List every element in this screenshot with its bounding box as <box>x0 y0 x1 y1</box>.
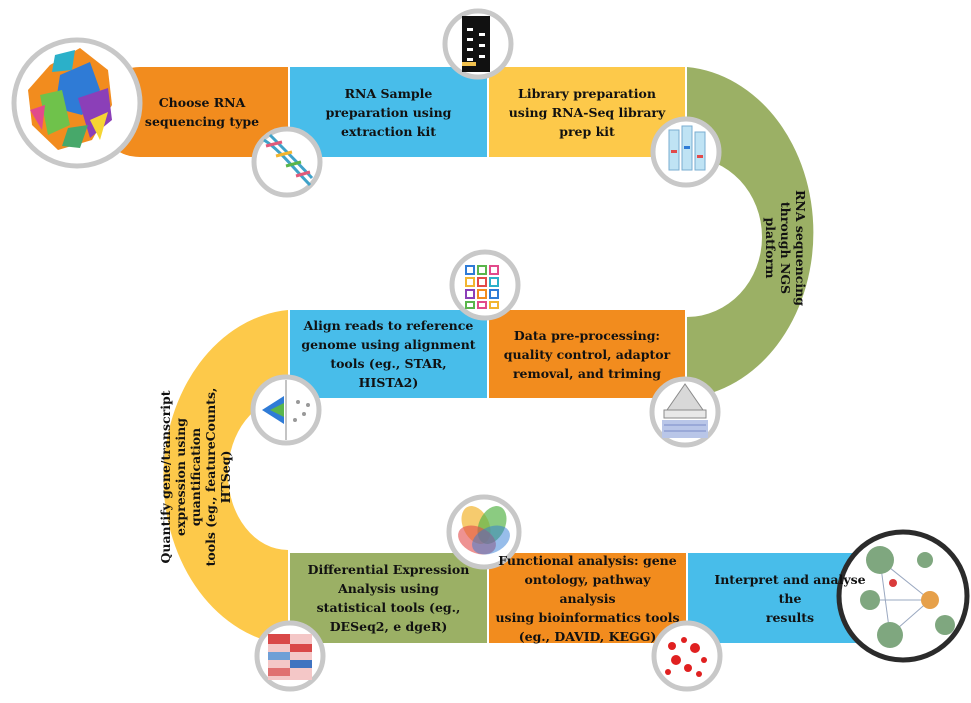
step-functional-analysis: Functional analysis: gene ontology, path… <box>495 552 680 644</box>
red-dots-icon <box>651 620 723 692</box>
band-differential-expression <box>290 553 487 643</box>
step-differential-expression: Differential Expression Analysis using s… <box>307 562 470 634</box>
step-data-preprocessing: Data pre-processing: quality control, ad… <box>503 327 671 381</box>
network-icon <box>836 529 970 663</box>
dna-helix-icon <box>251 126 323 198</box>
step-ngs: RNA sequencing through NGS platform <box>763 190 809 306</box>
step-quantify: Quantify gene/transcript expression usin… <box>157 387 233 567</box>
step-library-prep: Library preparation using RNA-Seq librar… <box>508 85 666 139</box>
step-choose-rna: Choose RNA sequencing type <box>144 95 260 129</box>
step-rna-sample: RNA Sample preparation using extraction … <box>325 85 452 139</box>
band-rna-sample <box>290 67 487 157</box>
venn-diagram-icon <box>446 494 522 570</box>
rna-types-icon <box>11 37 143 169</box>
plate-grid-icon <box>449 249 521 321</box>
band-data-preprocessing <box>489 310 685 398</box>
heatmap-icon <box>254 620 326 692</box>
step-align-reads: Align reads to reference genome using al… <box>301 318 476 390</box>
alignment-plot-icon <box>250 374 322 446</box>
band-choose-rna <box>95 67 288 157</box>
sample-tube-icon <box>650 116 722 188</box>
sequencer-icon <box>649 376 721 448</box>
step-interpret: Interpret and analyse the results <box>714 571 866 625</box>
band-functional-analysis <box>489 553 686 643</box>
band-align-reads <box>290 310 487 398</box>
gel-ladder-icon <box>442 8 514 80</box>
